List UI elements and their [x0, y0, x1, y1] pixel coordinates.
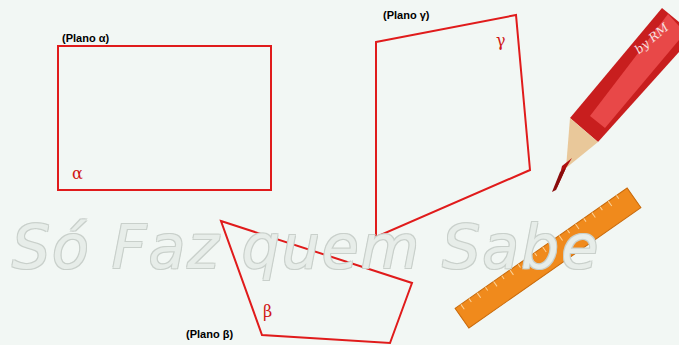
plane-symbol: β — [263, 303, 272, 321]
plane-symbol: γ — [496, 32, 506, 50]
plane-quadrilateral: (Plano α)α — [58, 46, 271, 190]
plane-title: (Plano γ) — [383, 9, 429, 22]
watermark: Só Faz quem Sabe — [12, 212, 600, 282]
plane-symbol: α — [72, 165, 83, 183]
author-signature: by RM — [632, 21, 671, 57]
plane-title: (Plano α) — [62, 32, 109, 45]
plane-outline — [58, 46, 271, 190]
plane-quadrilateral: (Plano γ)γ — [376, 15, 530, 237]
plane-outline — [376, 15, 530, 237]
pencil — [552, 8, 679, 192]
plane-title: (Plano β) — [186, 328, 233, 341]
